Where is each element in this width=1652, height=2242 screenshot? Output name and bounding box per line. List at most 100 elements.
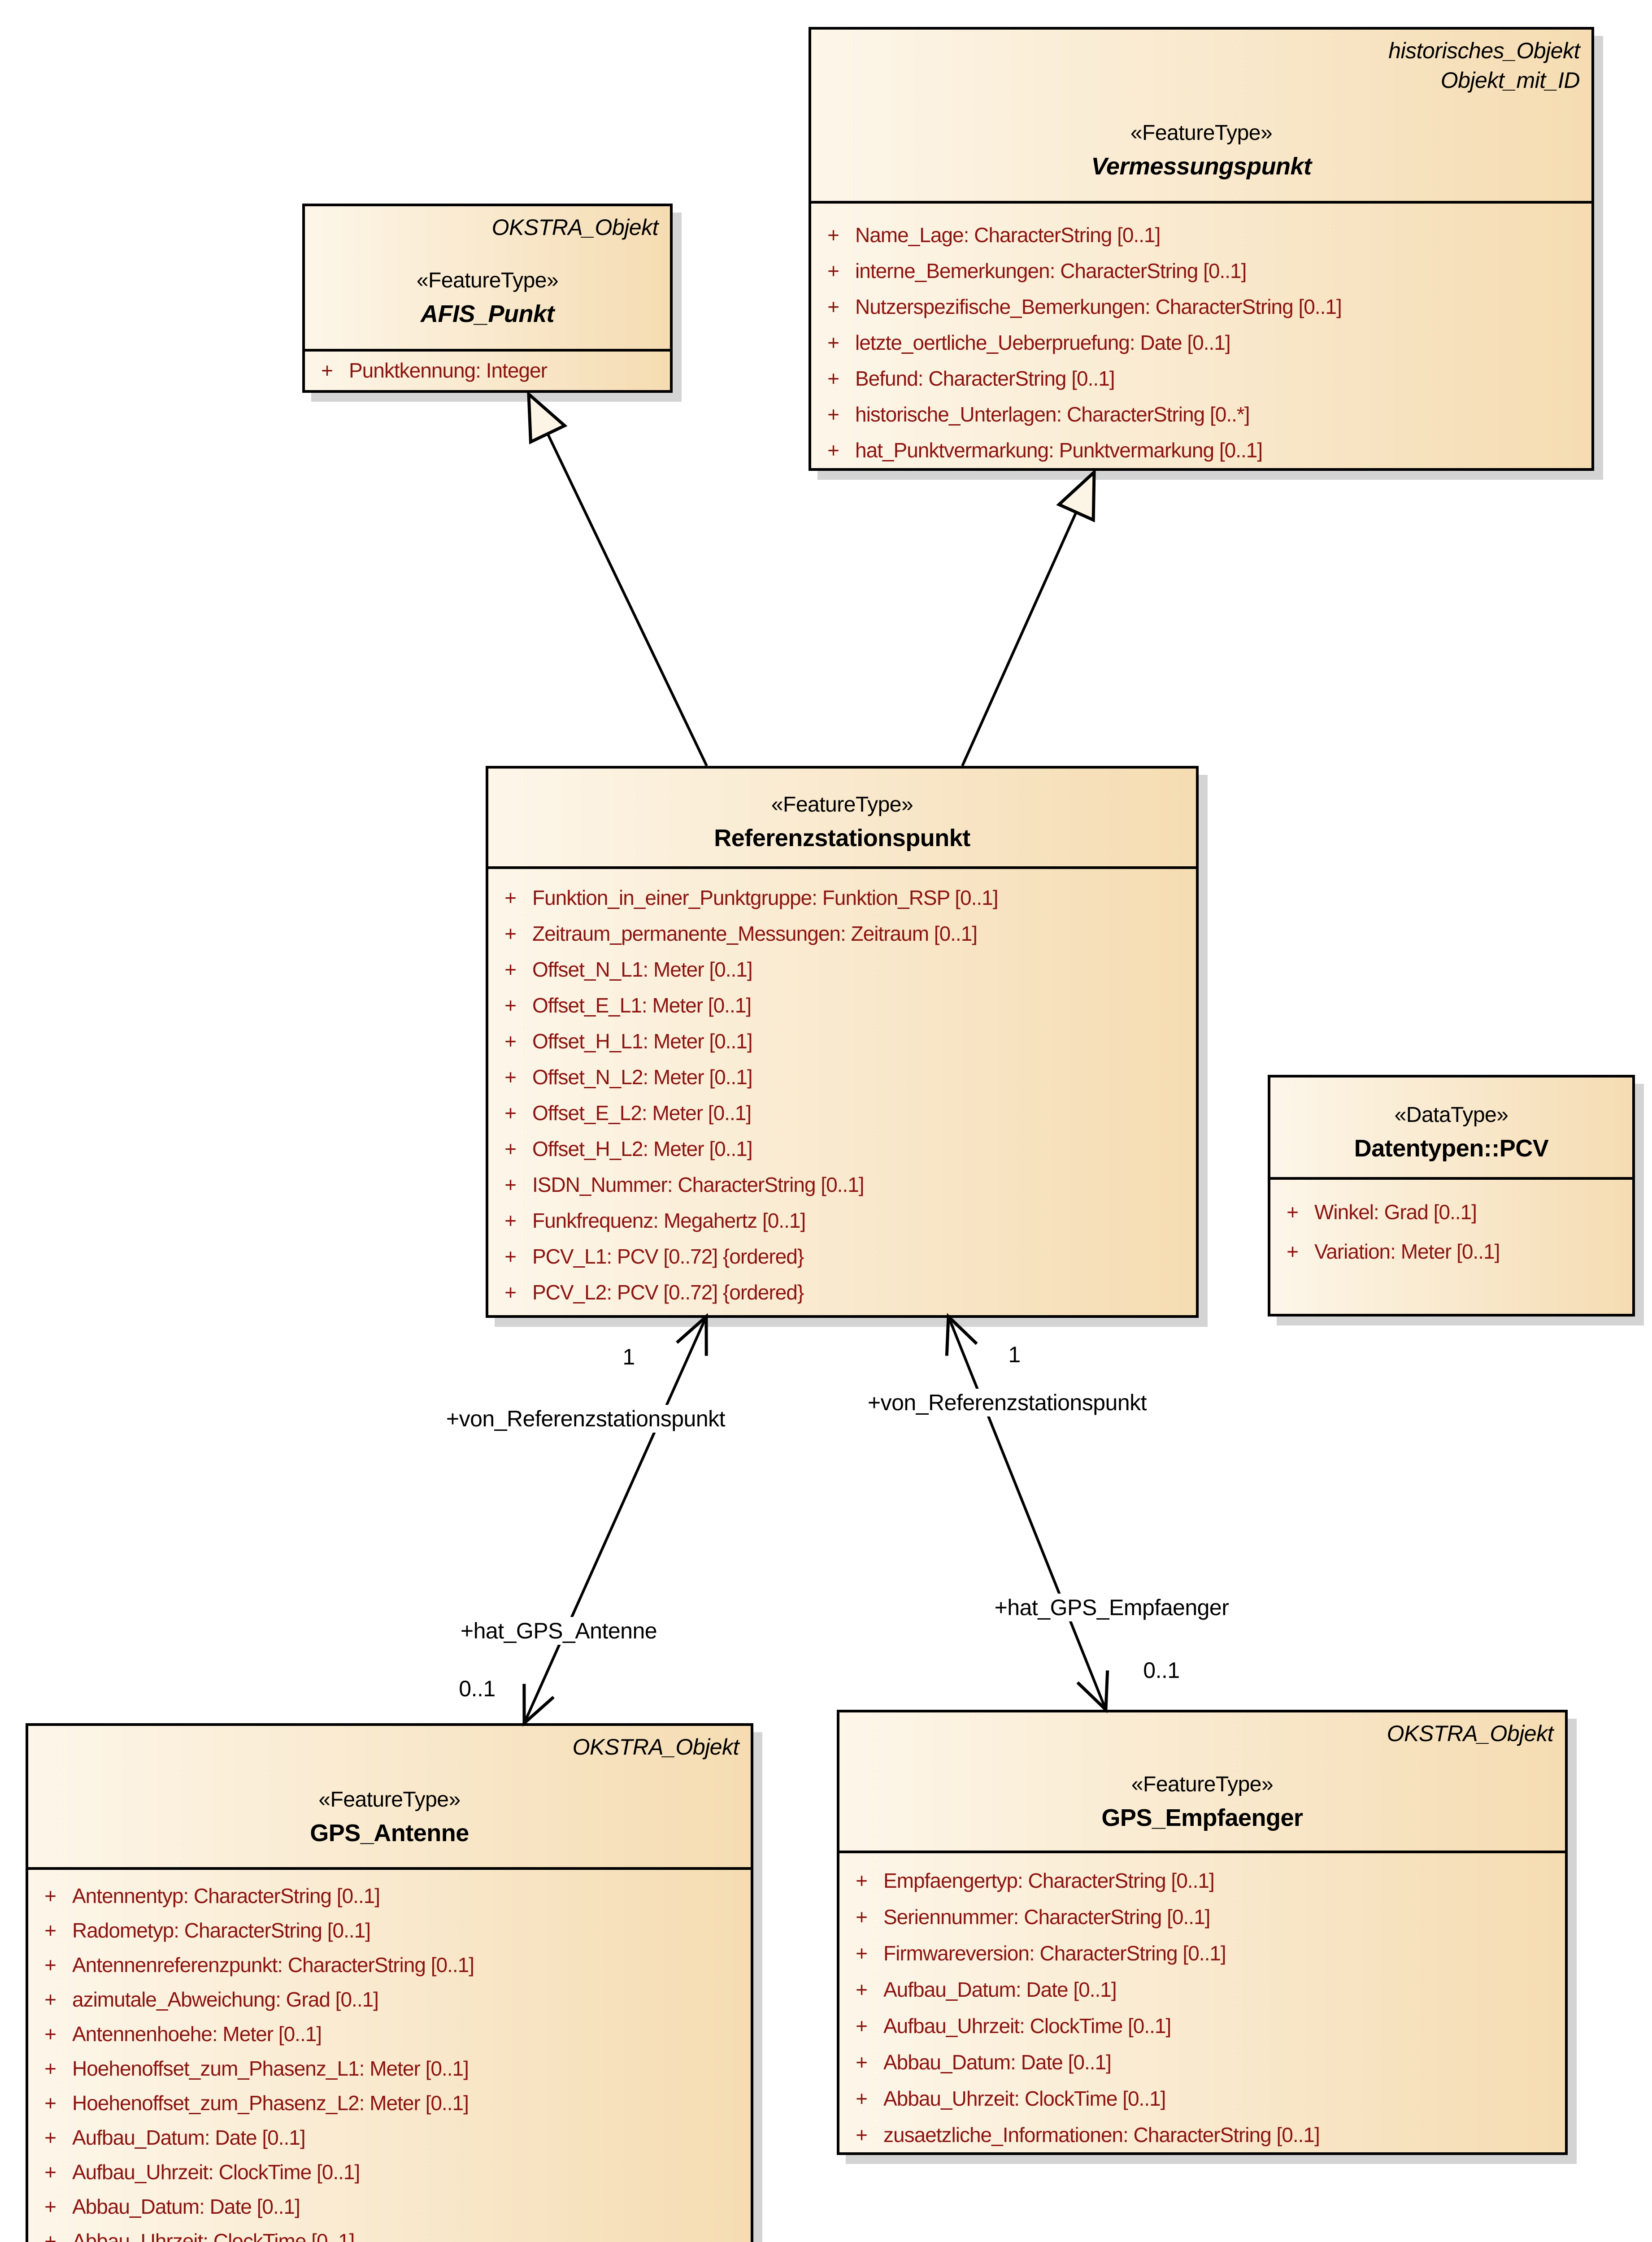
attribute-text: Aufbau_Datum: Date [0..1]	[883, 1977, 1117, 2001]
visibility-marker: +	[44, 1884, 57, 1907]
attribute-text: Hoehenoffset_zum_Phasenz_L2: Meter [0..1…	[72, 2091, 469, 2115]
attribute-row: + Abbau_Uhrzeit: ClockTime [0..1]	[28, 2224, 751, 2242]
attribute-compartment: + Antennentyp: CharacterString [0..1] + …	[28, 1870, 751, 2242]
class-referenzstationspunkt[interactable]: «FeatureType» Referenzstationspunkt + Fu…	[486, 766, 1199, 1318]
visibility-marker: +	[827, 223, 839, 247]
visibility-marker: +	[44, 2229, 57, 2242]
attribute-text: PCV_L2: PCV [0..72] {ordered}	[532, 1281, 804, 1304]
visibility-marker: +	[1287, 1240, 1299, 1263]
visibility-marker: +	[44, 2022, 57, 2046]
visibility-marker: +	[44, 2056, 57, 2080]
attribute-row: + Befund: CharacterString [0..1]	[811, 361, 1591, 396]
class-header: OKSTRA_Objekt «FeatureType» GPS_Empfaeng…	[839, 1712, 1565, 1853]
attribute-text: hat_Punktvermarkung: Punktvermarkung [0.…	[855, 439, 1263, 462]
attribute-compartment: + Funktion_in_einer_Punktgruppe: Funktio…	[488, 869, 1196, 1310]
stereotype-label: «DataType»	[1394, 1103, 1509, 1127]
attribute-row: + historische_Unterlagen: CharacterStrin…	[811, 396, 1591, 432]
class-header: OKSTRA_Objekt «FeatureType» GPS_Antenne	[28, 1726, 751, 1870]
attribute-text: Abbau_Datum: Date [0..1]	[72, 2194, 300, 2218]
attribute-text: PCV_L1: PCV [0..72] {ordered}	[532, 1245, 804, 1268]
visibility-marker: +	[44, 2160, 57, 2184]
generalization-to-afis-punkt[interactable]	[529, 394, 708, 767]
visibility-marker: +	[856, 1905, 868, 1929]
attribute-row: + Punktkennung: Integer	[305, 352, 670, 388]
visibility-marker: +	[44, 2091, 57, 2115]
visibility-marker: +	[504, 922, 517, 945]
class-datentypen-pcv[interactable]: «DataType» Datentypen::PCV + Winkel: Gra…	[1268, 1075, 1635, 1317]
visibility-marker: +	[827, 331, 839, 354]
attribute-row: + Hoehenoffset_zum_Phasenz_L1: Meter [0.…	[28, 2051, 751, 2086]
attribute-text: azimutale_Abweichung: Grad [0..1]	[72, 1987, 379, 2011]
class-header: «FeatureType» Referenzstationspunkt	[488, 769, 1196, 869]
attribute-row: + PCV_L1: PCV [0..72] {ordered}	[488, 1238, 1196, 1274]
attribute-row: + Aufbau_Uhrzeit: ClockTime [0..1]	[28, 2155, 751, 2189]
attribute-row: + Winkel: Grad [0..1]	[1270, 1192, 1632, 1232]
association-gps-antenne[interactable]	[522, 1313, 708, 1727]
visibility-marker: +	[44, 1953, 57, 1977]
visibility-marker: +	[827, 367, 839, 390]
visibility-marker: +	[1287, 1200, 1299, 1224]
visibility-marker: +	[827, 439, 839, 462]
attribute-text: Antennentyp: CharacterString [0..1]	[72, 1884, 380, 1907]
class-gps-empfaenger[interactable]: OKSTRA_Objekt «FeatureType» GPS_Empfaeng…	[837, 1710, 1568, 2155]
attribute-row: + interne_Bemerkungen: CharacterString […	[811, 253, 1591, 289]
package-annotation: OKSTRA_Objekt	[1387, 1721, 1554, 1746]
attribute-row: + Aufbau_Uhrzeit: ClockTime [0..1]	[839, 2007, 1565, 2044]
class-gps-antenne[interactable]: OKSTRA_Objekt «FeatureType» GPS_Antenne …	[26, 1723, 753, 2242]
multiplicity-label: 1	[611, 1343, 647, 1371]
attribute-text: Winkel: Grad [0..1]	[1314, 1200, 1477, 1224]
attribute-row: + Name_Lage: CharacterString [0..1]	[811, 217, 1591, 253]
attribute-text: Offset_H_L1: Meter [0..1]	[532, 1030, 753, 1053]
attribute-row: + Zeitraum_permanente_Messungen: Zeitrau…	[488, 916, 1196, 952]
attribute-row: + zusaetzliche_Informationen: CharacterS…	[839, 2116, 1565, 2153]
visibility-marker: +	[504, 958, 517, 981]
role-label: +von_Referenzstationspunkt	[841, 1389, 1173, 1416]
attribute-compartment: + Punktkennung: Integer	[305, 352, 670, 388]
stereotype-label: «FeatureType»	[1131, 1772, 1274, 1796]
attribute-text: Radometyp: CharacterString [0..1]	[72, 1918, 371, 1942]
attribute-text: zusaetzliche_Informationen: CharacterStr…	[883, 2123, 1320, 2146]
attribute-row: + letzte_oertliche_Ueberpruefung: Date […	[811, 325, 1591, 361]
attribute-text: Abbau_Uhrzeit: ClockTime [0..1]	[72, 2229, 355, 2242]
visibility-marker: +	[504, 994, 517, 1017]
visibility-marker: +	[504, 1209, 517, 1232]
attribute-text: Aufbau_Uhrzeit: ClockTime [0..1]	[72, 2160, 360, 2184]
attribute-row: + Offset_E_L2: Meter [0..1]	[488, 1095, 1196, 1131]
attribute-text: Zeitraum_permanente_Messungen: Zeitraum …	[532, 922, 978, 945]
attribute-text: Aufbau_Uhrzeit: ClockTime [0..1]	[883, 2014, 1171, 2038]
visibility-marker: +	[856, 2123, 868, 2146]
visibility-marker: +	[321, 359, 333, 382]
class-vermessungspunkt[interactable]: historisches_Objekt Objekt_mit_ID «Featu…	[809, 27, 1594, 471]
class-name: Referenzstationspunkt	[714, 825, 970, 852]
class-afis-punkt[interactable]: OKSTRA_Objekt «FeatureType» AFIS_Punkt +…	[302, 204, 673, 393]
attribute-text: Offset_H_L2: Meter [0..1]	[532, 1137, 753, 1160]
attribute-compartment: + Name_Lage: CharacterString [0..1] + in…	[811, 204, 1591, 468]
package-annotation: historisches_Objekt	[1388, 38, 1580, 63]
stereotype-label: «FeatureType»	[1130, 121, 1273, 145]
attribute-text: Offset_N_L1: Meter [0..1]	[532, 958, 753, 981]
attribute-text: Punktkennung: Integer	[349, 359, 548, 382]
attribute-row: + Antennentyp: CharacterString [0..1]	[28, 1878, 751, 1913]
attribute-row: + Seriennummer: CharacterString [0..1]	[839, 1899, 1565, 1935]
visibility-marker: +	[44, 2125, 57, 2149]
visibility-marker: +	[856, 1941, 868, 1965]
visibility-marker: +	[856, 2050, 868, 2074]
generalization-to-vermessungspunkt[interactable]	[961, 472, 1094, 767]
visibility-marker: +	[504, 1101, 517, 1125]
visibility-marker: +	[44, 1987, 57, 2011]
attribute-row: + Offset_N_L2: Meter [0..1]	[488, 1059, 1196, 1095]
attribute-row: + Aufbau_Datum: Date [0..1]	[28, 2120, 751, 2155]
class-name: GPS_Empfaenger	[1101, 1804, 1303, 1831]
stereotype-label: «FeatureType»	[318, 1787, 461, 1812]
attribute-text: Aufbau_Datum: Date [0..1]	[72, 2125, 306, 2149]
association-gps-empfaenger[interactable]	[945, 1313, 1109, 1713]
attribute-row: + Offset_H_L1: Meter [0..1]	[488, 1023, 1196, 1059]
visibility-marker: +	[44, 2194, 57, 2218]
attribute-compartment: + Winkel: Grad [0..1] + Variation: Meter…	[1270, 1180, 1632, 1271]
attribute-row: + Offset_N_L1: Meter [0..1]	[488, 952, 1196, 987]
attribute-row: + Funktion_in_einer_Punktgruppe: Funktio…	[488, 880, 1196, 916]
attribute-text: interne_Bemerkungen: CharacterString [0.…	[855, 259, 1247, 282]
attribute-row: + Firmwareversion: CharacterString [0..1…	[839, 1935, 1565, 1971]
attribute-text: letzte_oertliche_Ueberpruefung: Date [0.…	[855, 331, 1231, 354]
